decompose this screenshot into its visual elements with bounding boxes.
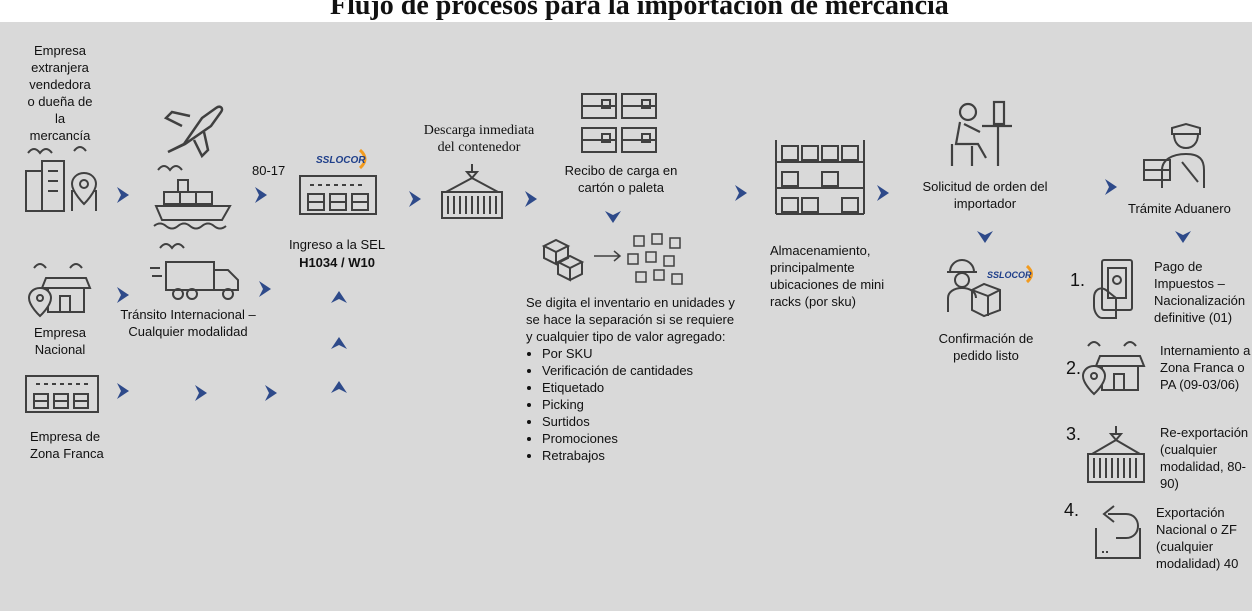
sel-code: H1034 / W10 (299, 255, 375, 270)
storage-label: Almacenamiento, principalmente ubicacion… (770, 243, 885, 309)
airplane-icon (160, 96, 226, 162)
option-number: 3. (1066, 424, 1082, 444)
inventory-item: Promociones (542, 430, 744, 447)
flow-arrow-right (264, 384, 278, 402)
option-number: 4. (1064, 500, 1080, 520)
free-zone-store-icon (1080, 340, 1152, 398)
option-text: Exportación Nacional o ZF (cualquier mod… (1156, 505, 1239, 571)
logo-sslocor: SSLOCOR (314, 148, 370, 170)
tax-payment-icon (1090, 258, 1146, 322)
origin-free-zone-label: Empresa de Zona Franca (30, 429, 104, 461)
logo-sslocor-2: SSLOCOR (986, 264, 1036, 284)
flow-arrow-right (258, 280, 272, 298)
flow-arrow-right (194, 384, 208, 402)
container-crane-icon (436, 162, 508, 222)
container-export-icon (1084, 424, 1148, 486)
inventory-item: Por SKU (542, 345, 744, 362)
flow-arrow-right (254, 186, 268, 204)
flow-arrow-right (1104, 178, 1118, 196)
ship-icon (150, 162, 238, 234)
svg-text:SSLOCOR: SSLOCOR (987, 270, 1032, 280)
export-return-icon (1088, 504, 1148, 562)
flow-arrow-down (976, 230, 994, 244)
flow-arrow-down (1174, 230, 1192, 244)
flow-arrow-up (330, 336, 348, 350)
inventory-item: Surtidos (542, 413, 744, 430)
boxes-icon (580, 92, 660, 156)
person-at-desk-icon (948, 100, 1018, 170)
diagram-title: Flujo de procesos para la importación de… (330, 0, 949, 21)
flow-arrow-right (524, 190, 538, 208)
flow-arrow-right (116, 186, 130, 204)
inventory-item: Verificación de cantidades (542, 362, 744, 379)
flow-arrow-right (408, 190, 422, 208)
boxes-sorting-icon (540, 232, 690, 290)
diagram-panel (0, 22, 1252, 611)
store-location-icon (26, 262, 98, 318)
transit-code: 80-17 (252, 163, 286, 178)
flow-arrow-up (330, 380, 348, 394)
flow-arrow-right (734, 184, 748, 202)
inventory-description: Se digita el inventario en unidades y se… (526, 294, 744, 464)
warehouse-icon (24, 374, 100, 414)
option-text: Pago de Impuestos – Nacionalización defi… (1154, 259, 1246, 325)
flow-arrow-down (604, 210, 622, 224)
option-number: 2. (1066, 358, 1082, 378)
svg-text:SSLOCOR: SSLOCOR (316, 155, 366, 166)
customs-officer-icon (1142, 122, 1206, 190)
flow-arrow-right (116, 286, 130, 304)
transit-label: Tránsito Internacional – Cualquier modal… (120, 307, 256, 339)
customs-label: Trámite Aduanero (1128, 201, 1231, 216)
origin-national-label: Empresa Nacional (33, 325, 87, 357)
inventory-item: Etiquetado (542, 379, 744, 396)
worker-with-box-icon (944, 256, 1004, 318)
inventory-item: Retrabajos (542, 447, 744, 464)
order-ready-label: Confirmación de pedido listo (938, 331, 1034, 363)
inventory-intro: Se digita el inventario en unidades y se… (526, 295, 735, 344)
flow-arrow-right (116, 382, 130, 400)
flow-arrow-up (330, 290, 348, 304)
sel-label: Ingreso a la SEL (288, 237, 386, 252)
option-text: Re-exportación (cualquier modalidad, 80-… (1160, 425, 1249, 491)
flow-arrow-right (876, 184, 890, 202)
warehouse-sel-icon (298, 174, 378, 216)
receipt-label: Recibo de carga en cartón o paleta (564, 163, 678, 195)
shelf-rack-icon (772, 136, 868, 216)
city-location-icon (22, 143, 108, 213)
origin-foreign-label: Empresa extranjera vendedora o dueña de … (27, 43, 93, 143)
option-text: Internamiento a Zona Franca o PA (09-03/… (1160, 343, 1251, 392)
truck-icon (148, 240, 244, 306)
order-request-label: Solicitud de orden del importador (922, 179, 1048, 211)
option-number: 1. (1070, 270, 1086, 290)
unload-label: Descarga inmediata del contenedor (423, 123, 535, 155)
inventory-item: Picking (542, 396, 744, 413)
